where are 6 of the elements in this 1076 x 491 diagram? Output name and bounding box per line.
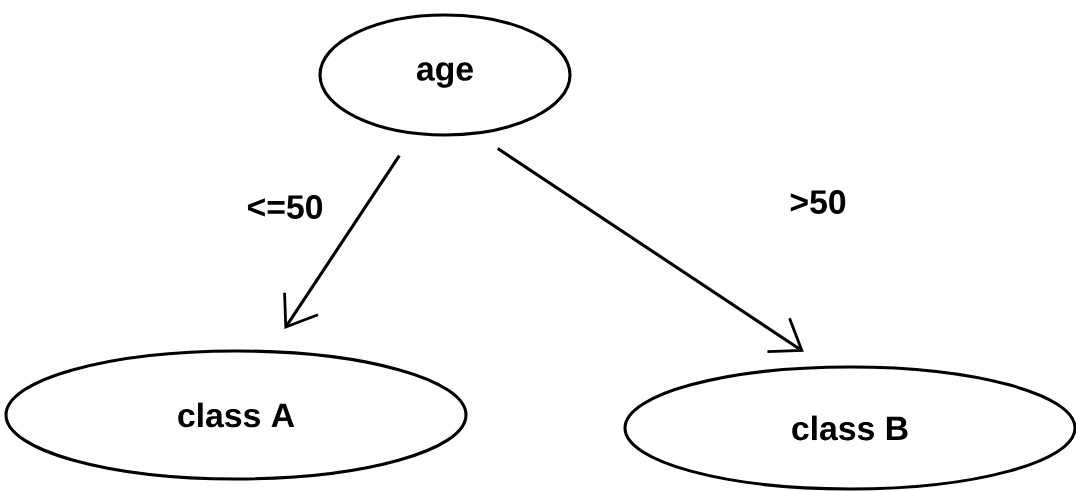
arrow <box>496 147 804 354</box>
arrow <box>283 154 401 330</box>
edge-label: >50 <box>788 188 849 216</box>
ellipse-node: class A <box>4 349 468 481</box>
ellipse-node: age <box>318 13 572 137</box>
edge-label: <=50 <box>245 193 325 221</box>
